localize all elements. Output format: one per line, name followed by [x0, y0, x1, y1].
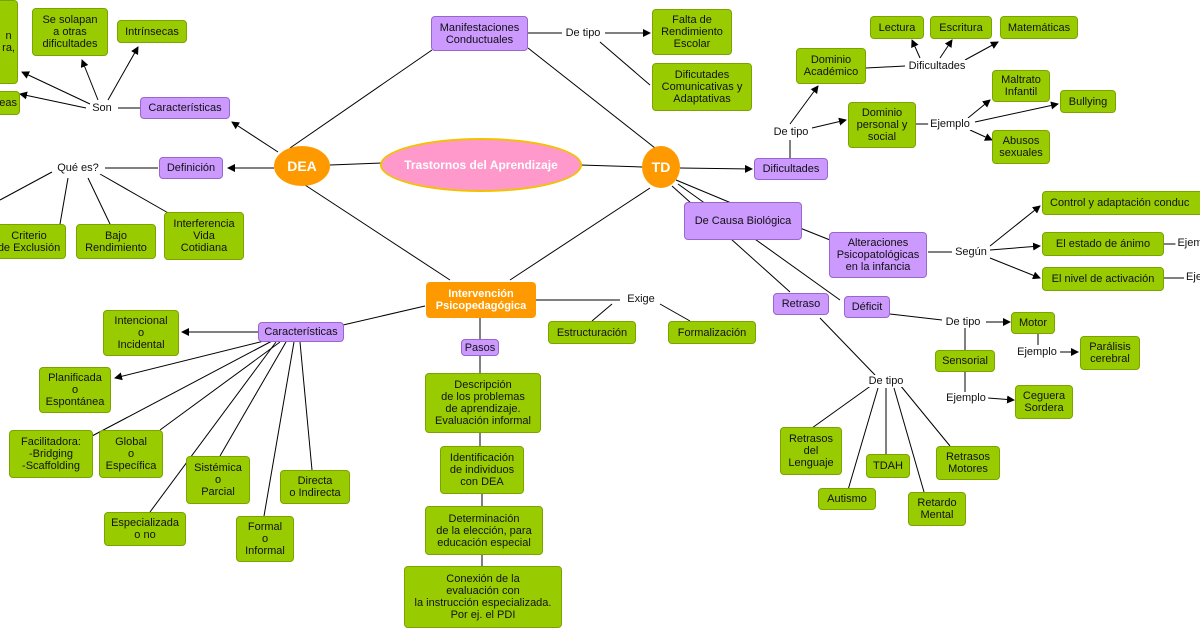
intervencion-car-planificada[interactable]: Planificada o Espontánea [39, 367, 111, 413]
dea-son-item-cut2[interactable]: eas [0, 91, 20, 115]
td-retraso-item-autismo[interactable]: Autismo [818, 488, 876, 510]
td-node[interactable]: TD [642, 146, 680, 188]
td-dominio-academico-node[interactable]: Dominio Académico [796, 48, 866, 84]
td-sensorial-node[interactable]: Sensorial [935, 350, 995, 372]
td-causa-biologica-node[interactable]: De Causa Biológica [684, 202, 802, 240]
manifestaciones-de-tipo-label: De tipo [563, 27, 603, 39]
intervencion-car-global[interactable]: Global o Específica [99, 430, 163, 478]
td-item-matematicas[interactable]: Matemáticas [1000, 16, 1078, 39]
manifestaciones-node[interactable]: Manifestaciones Conductuales [431, 16, 528, 51]
intervencion-exige-label: Exige [625, 293, 657, 305]
td-retraso-item-lenguaje[interactable]: Retrasos del Lenguaje [780, 427, 842, 475]
intervencion-paso-4[interactable]: Conexión de la evaluación con la instruc… [404, 566, 562, 628]
td-animo-ejemplo-label: Ejem [1175, 237, 1200, 249]
td-segun-item-control[interactable]: Control y adaptación conduc [1042, 191, 1200, 215]
td-item-escritura[interactable]: Escritura [930, 16, 992, 39]
td-retraso-de-tipo-label: De tipo [866, 375, 906, 387]
center-node-trastornos[interactable]: Trastornos del Aprendizaje [380, 138, 582, 192]
dea-caracteristicas-node[interactable]: Características [140, 97, 230, 119]
td-motor-node[interactable]: Motor [1011, 312, 1055, 334]
td-item-maltrato[interactable]: Maltrato Infantil [992, 70, 1050, 102]
intervencion-car-intencional[interactable]: Intencional o Incidental [103, 310, 179, 356]
td-item-abusos[interactable]: Abusos sexuales [992, 130, 1050, 164]
td-ceguera-node[interactable]: Ceguera Sordera [1015, 385, 1073, 419]
td-retraso-node[interactable]: Retraso [773, 293, 829, 315]
td-segun-item-activacion[interactable]: El nivel de activación [1042, 267, 1164, 291]
td-motor-ejemplo-label: Ejemplo [1015, 346, 1059, 358]
td-deficit-de-tipo-label: De tipo [943, 316, 983, 328]
td-retraso-item-motores[interactable]: Retrasos Motores [936, 446, 1000, 480]
td-dificultades-node[interactable]: Dificultades [754, 158, 828, 180]
td-item-lectura[interactable]: Lectura [870, 16, 924, 39]
dea-son-item-solapan[interactable]: Se solapan a otras dificultades [32, 8, 108, 56]
td-deficit-node[interactable]: Déficit [844, 296, 890, 318]
intervencion-car-directa[interactable]: Directa o Indirecta [280, 470, 350, 504]
td-de-tipo-label: De tipo [771, 126, 811, 138]
td-segun-label: Según [953, 246, 989, 258]
intervencion-paso-3[interactable]: Determinación de la elección, para educa… [425, 506, 543, 555]
dea-que-es-label: Qué es? [55, 162, 101, 174]
intervencion-exige-item-estructuracion[interactable]: Estructuración [548, 321, 636, 344]
td-activacion-ejemplo-label: Eje [1184, 271, 1200, 283]
dea-son-label: Son [90, 102, 114, 114]
td-item-bullying[interactable]: Bullying [1060, 90, 1116, 113]
td-academico-dificultades-label: Dificultades [906, 60, 968, 72]
td-sensorial-ejemplo-label: Ejemplo [944, 392, 988, 404]
dea-definicion-node[interactable]: Definición [159, 157, 223, 179]
intervencion-paso-1[interactable]: Descripción de los problemas de aprendiz… [425, 373, 541, 433]
td-paralisis-node[interactable]: Parálisis cerebral [1080, 336, 1140, 370]
td-retraso-item-tdah[interactable]: TDAH [866, 454, 910, 478]
td-dominio-personal-node[interactable]: Dominio personal y social [848, 102, 916, 148]
intervencion-car-formal[interactable]: Formal o Informal [236, 516, 294, 562]
intervencion-car-sistemica[interactable]: Sistémica o Parcial [186, 456, 250, 504]
dea-son-item-cut[interactable]: n ra, [0, 0, 18, 84]
dea-son-item-intrinsecas[interactable]: Intrínsecas [117, 20, 187, 43]
td-personal-ejemplo-label: Ejemplo [928, 118, 972, 130]
td-segun-item-animo[interactable]: El estado de ánimo [1042, 232, 1164, 256]
td-retraso-item-retardo[interactable]: Retardo Mental [908, 492, 966, 526]
manifestaciones-item-falta-rendimiento[interactable]: Falta de Rendimiento Escolar [652, 9, 732, 55]
intervencion-pasos-node[interactable]: Pasos [461, 339, 499, 356]
td-alteraciones-node[interactable]: Alteraciones Psicopatológicas en la infa… [829, 232, 927, 278]
manifestaciones-item-comunicativas[interactable]: Dificutades Comunicativas y Adaptativas [652, 63, 752, 111]
dea-node[interactable]: DEA [274, 146, 330, 186]
dea-def-item-bajo-rendimiento[interactable]: Bajo Rendimiento [76, 224, 156, 259]
intervencion-caracteristicas-node[interactable]: Características [258, 322, 344, 342]
intervencion-paso-2[interactable]: Identificación de individuos con DEA [440, 446, 524, 494]
intervencion-car-facilitadora[interactable]: Facilitadora: -Bridging -Scaffolding [9, 430, 93, 478]
intervencion-node[interactable]: Intervención Psicopedagógica [426, 282, 536, 318]
intervencion-car-especializada[interactable]: Especializada o no [104, 512, 186, 546]
dea-def-item-interferencia[interactable]: Interferencia Vida Cotidiana [164, 212, 244, 260]
dea-def-item-criterio[interactable]: Criterio de Exclusión [0, 224, 66, 259]
intervencion-exige-item-formalizacion[interactable]: Formalización [668, 321, 756, 344]
